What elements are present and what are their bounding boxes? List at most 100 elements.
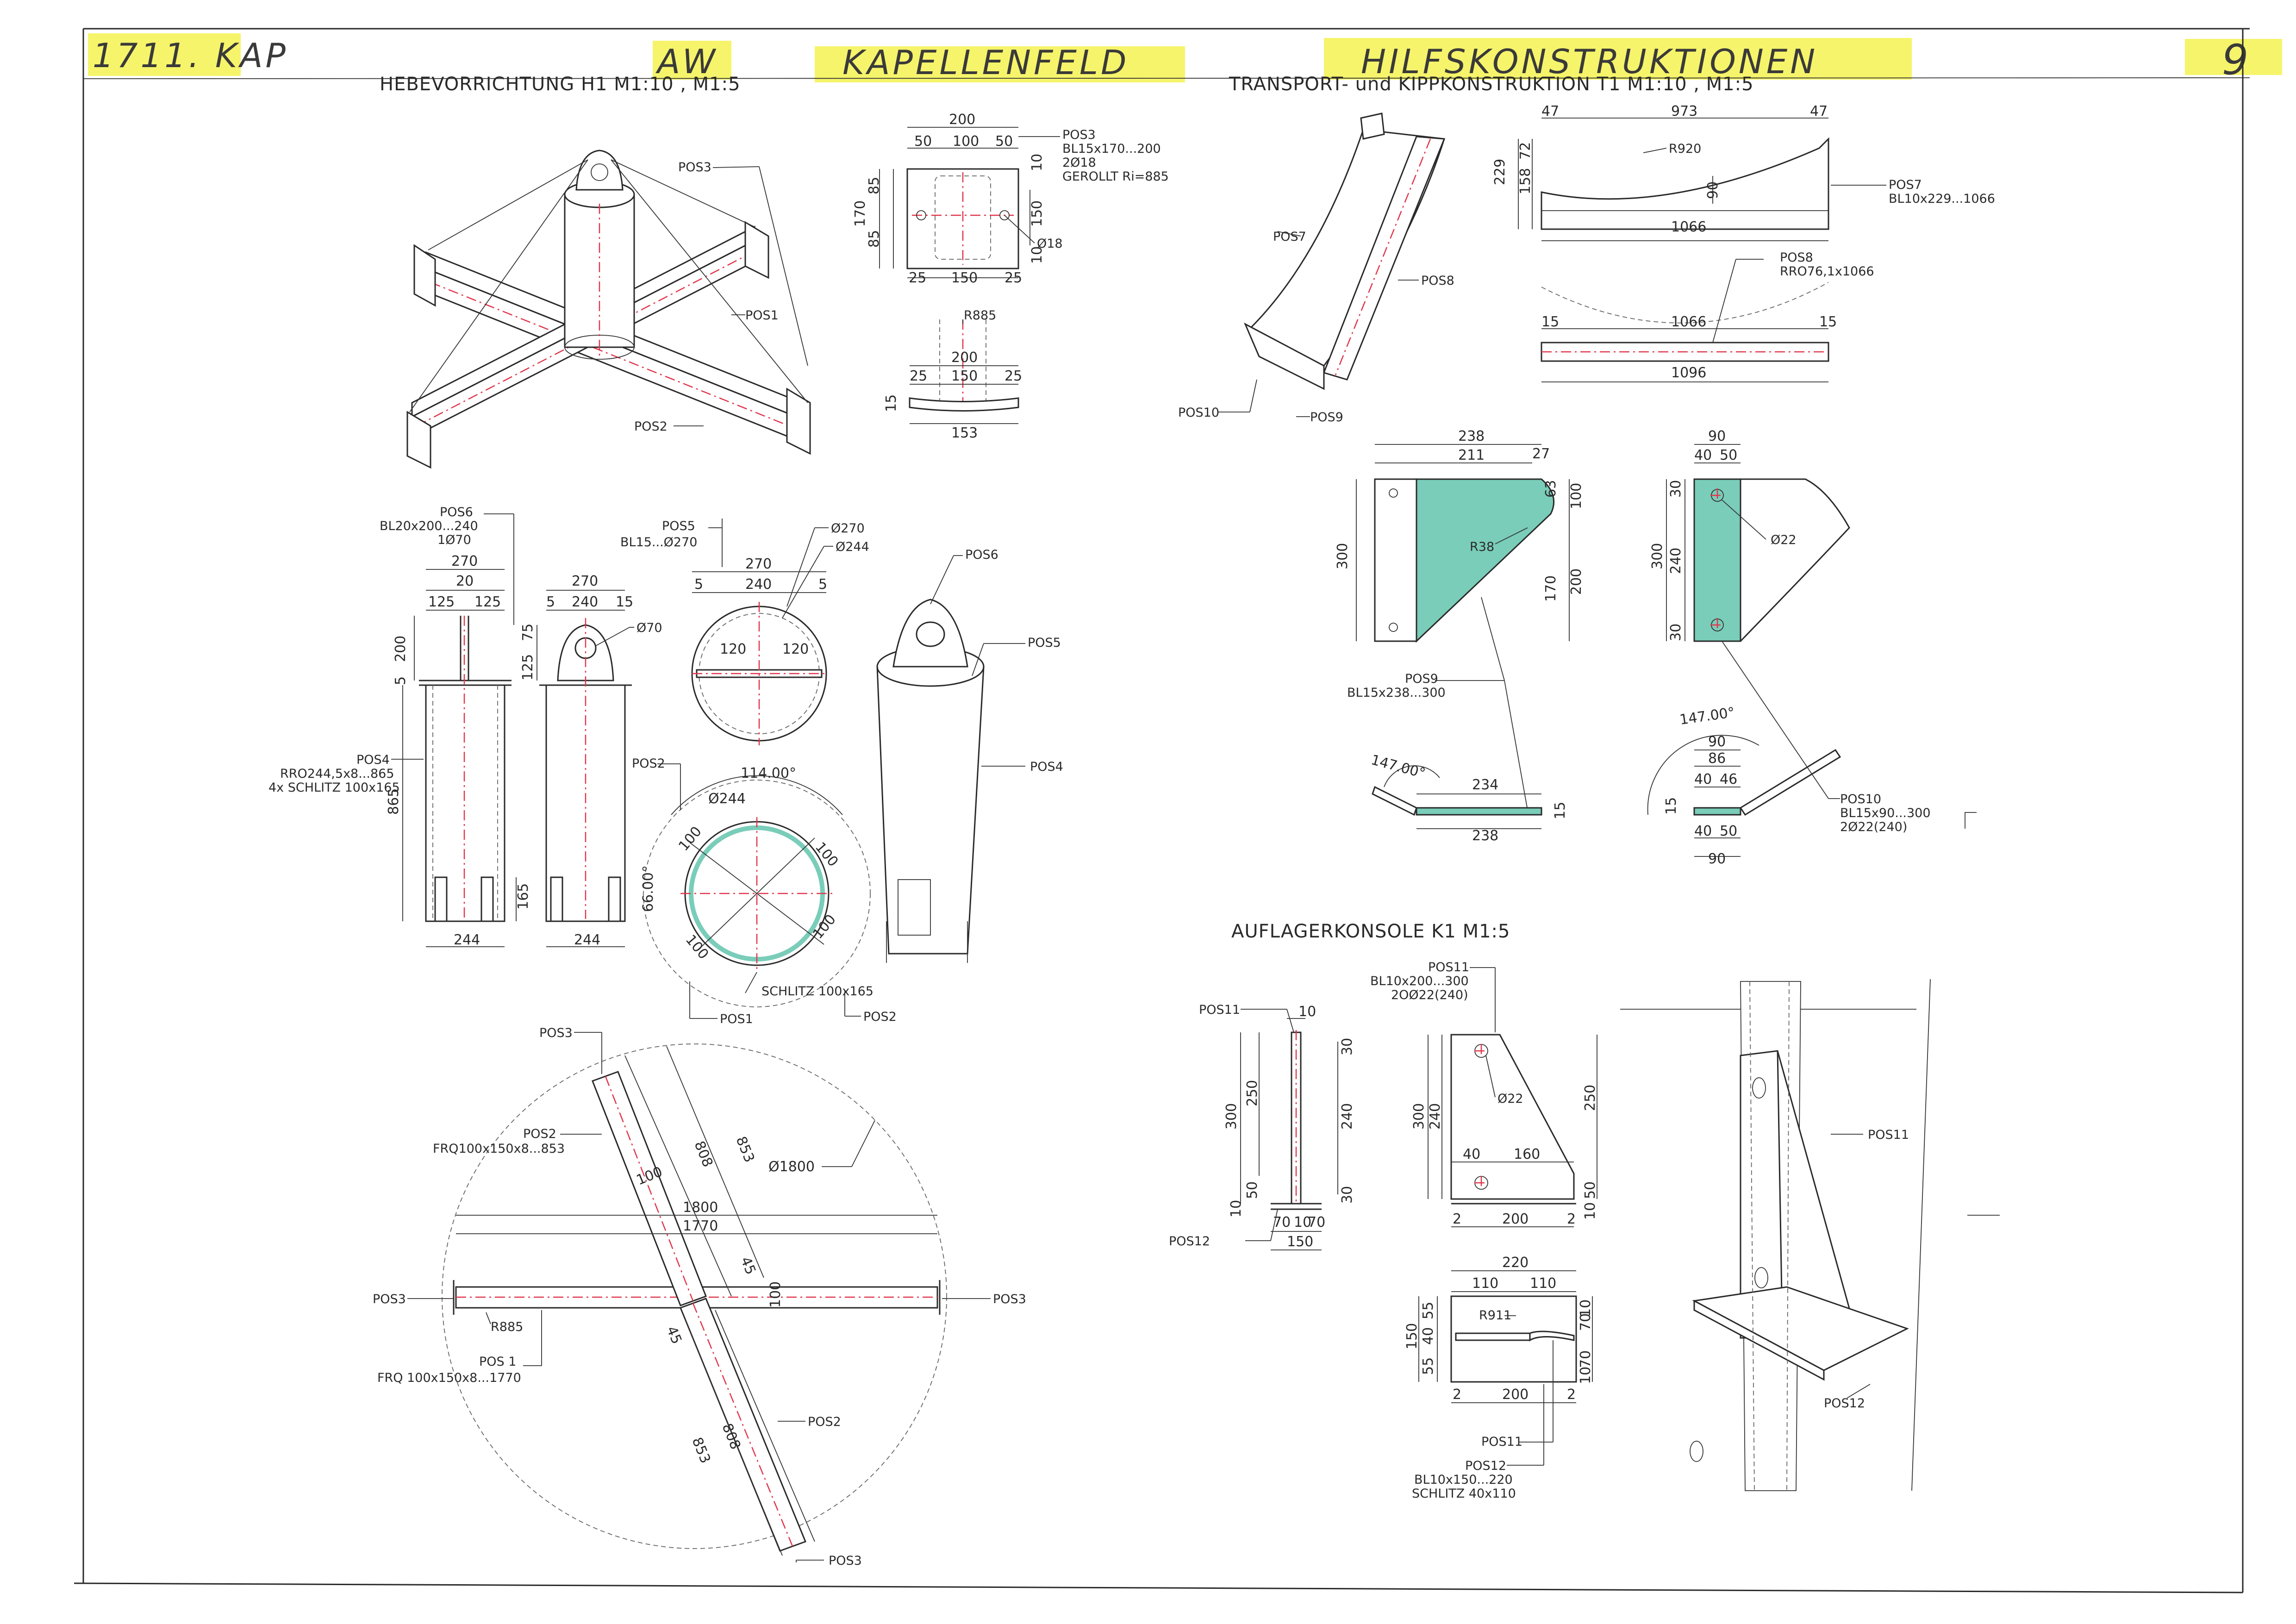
side-dim-15: 15: [616, 594, 633, 610]
pos9-dim-238: 238: [1458, 428, 1485, 444]
section-title-auflagerkonsole: AUFLAGERKONSOLE K1 M1:5: [1231, 921, 1510, 942]
header-right-note: HILFSKONSTRUKTIONEN: [1361, 42, 1818, 81]
front-dim-5: 5: [393, 676, 409, 685]
pos10-bent-dim-46: 46: [1720, 771, 1737, 787]
transport-isometric-view: POS7 POS8 POS10 POS9: [1178, 112, 1454, 425]
pos6-title: POS6: [440, 505, 473, 519]
pos9-dim-63: 63: [1543, 480, 1559, 498]
k1-front-dim-2a: 2: [1453, 1211, 1461, 1227]
k1-top-dim-110a: 110: [1472, 1275, 1498, 1292]
pos3-dim-150h: 150: [951, 270, 978, 286]
front-dim-865: 865: [386, 788, 402, 815]
pos3-dim-200: 200: [949, 112, 975, 128]
pos5-dim-5b: 5: [818, 576, 827, 593]
pos10-bent-dim-90b: 90: [1708, 851, 1726, 867]
pos8-dim-1096: 1096: [1671, 365, 1706, 381]
k1-side-dim-10b: 10: [1228, 1200, 1244, 1218]
t1-pos7-label: POS7: [1273, 230, 1306, 244]
k1-front-dim-240: 240: [1427, 1103, 1443, 1130]
pos7-dim-229: 229: [1492, 159, 1508, 185]
k1-front-pos11: POS11: [1428, 960, 1469, 974]
pos9-view: 238 211 27 63 100 R38 300 170 200 POS9 B…: [1335, 428, 1585, 811]
k1-top-dim-2a: 2: [1453, 1387, 1461, 1403]
k1-top-dim-55a: 55: [1420, 1302, 1436, 1319]
pos10-bent-angle: 147.00°: [1678, 705, 1736, 728]
pos6-spec-2: 1Ø70: [437, 533, 471, 547]
header-left-note: 1711. KAP: [93, 36, 288, 75]
k1-side-dim-150: 150: [1287, 1234, 1313, 1250]
iso-pos6-label: POS6: [965, 548, 998, 562]
pos3-bent-dim-200: 200: [951, 350, 978, 366]
iso-pos3-label: POS3: [678, 160, 711, 175]
pos5-title: POS5: [662, 519, 695, 533]
front-dim-244: 244: [454, 932, 480, 948]
pos9-dim-27: 27: [1532, 446, 1550, 462]
ring-pos2-label-b: POS2: [863, 1010, 897, 1024]
plan-dim-outer: Ø1800: [768, 1159, 815, 1175]
k1-side-pos11: POS11: [1199, 1003, 1240, 1017]
plan-pos2-top: POS2: [523, 1127, 556, 1141]
pos5-spec: BL15...Ø270: [620, 535, 697, 550]
pos7-dim-90: 90: [1705, 181, 1721, 199]
pos10-bent-view: 147.00° 90 86 40 46 15 40 50 90 POS10 BL…: [1647, 641, 1977, 867]
pos10-dim-30b: 30: [1668, 624, 1684, 641]
pos3-bent-radius: R885: [964, 308, 996, 323]
pos7-dim-47b: 47: [1810, 103, 1828, 119]
plan-pos1-spec: FRQ 100x150x8...1770: [377, 1371, 521, 1385]
iso-pos2-label: POS2: [634, 419, 668, 434]
pos9-bent-view: 147.00° 234 238 15: [1369, 752, 1568, 844]
pos10-dim-30a: 30: [1668, 480, 1684, 498]
pos10-bent-dim-50: 50: [1720, 823, 1737, 839]
k1-side-dim-70b: 70: [1308, 1214, 1325, 1230]
side-dim-75: 75: [520, 624, 536, 641]
pos10-bent-dim-86: 86: [1708, 750, 1726, 767]
k1-top-dim-2b: 2: [1567, 1387, 1576, 1403]
k1-top-dim-70b: 70: [1578, 1350, 1594, 1368]
k1-front-dim-50: 50: [1582, 1181, 1598, 1199]
pos3-bent-dim-150: 150: [951, 368, 978, 384]
pos3-dim-10a: 10: [1029, 154, 1045, 171]
pos3-spec-1: BL15x170...200: [1062, 142, 1161, 156]
k1-top-dim-55b: 55: [1420, 1357, 1436, 1375]
pos10-hole-dim: Ø22: [1771, 533, 1797, 547]
k1-front-dim-300: 300: [1411, 1103, 1427, 1130]
pos8-view: 15 1066 15 1096 POS8 RRO76,1x1066: [1541, 250, 1874, 382]
pos7-title: POS7: [1889, 178, 1922, 192]
k1-front-spec-1: BL10x200...300: [1370, 974, 1469, 988]
pos5-dim-120a: 120: [720, 641, 746, 657]
pos8-dim-1066: 1066: [1671, 314, 1706, 330]
hebe-isometric-view: POS3 POS1 POS2: [406, 150, 811, 469]
plan-pos3-right: POS3: [993, 1292, 1026, 1306]
pos9-spec: BL15x238...300: [1347, 686, 1446, 700]
k1-front-dim-10: 10: [1582, 1202, 1598, 1220]
pos3-spec-2: 2Ø18: [1062, 156, 1096, 170]
highlight-5: [2185, 39, 2282, 75]
k1-front-dim-40: 40: [1463, 1146, 1480, 1162]
k1-side-dim-250: 250: [1244, 1080, 1260, 1106]
pos9-bent-angle: 147.00°: [1369, 752, 1427, 782]
plan-pos2-bottom: POS2: [808, 1415, 841, 1429]
header-strip: 1711. KAP AW KAPELLENFELD HILFSKONSTRUKT…: [74, 28, 2282, 1593]
k1-side-dim-10c: 10: [1294, 1214, 1311, 1230]
pos7-dim-72: 72: [1517, 142, 1534, 160]
side-dim-244: 244: [574, 932, 600, 948]
pos10-title: POS10: [1840, 792, 1881, 806]
plan-pos2-spec: FRQ100x150x8...853: [433, 1142, 565, 1156]
pos8-spec: RRO76,1x1066: [1780, 264, 1874, 279]
k1-top-dim-10b: 10: [1578, 1367, 1594, 1384]
k1-top-dim-150: 150: [1404, 1323, 1420, 1349]
pos3-spec-3: GEROLLT Ri=885: [1062, 169, 1169, 184]
pos5-dim-120b: 120: [782, 641, 809, 657]
pos10-bent-dim-40b: 40: [1694, 823, 1712, 839]
k1-front-dim-200: 200: [1502, 1211, 1529, 1227]
pos5-dim-240: 240: [745, 576, 772, 593]
pos3-plate-view: 200 50 100 50 85 85 170 150 25 150 25 10…: [852, 112, 1169, 286]
pos10-dim-90: 90: [1708, 428, 1726, 444]
k1-side-dim-50: 50: [1244, 1181, 1260, 1199]
pos3-dim-50a: 50: [914, 133, 932, 150]
pos10-bent-dim-40a: 40: [1694, 771, 1712, 787]
front-dim-270: 270: [451, 553, 478, 569]
pos4-spec-1: RRO244,5x8...865: [280, 767, 394, 781]
pos3-title: POS3: [1062, 128, 1096, 142]
k1-persp-pos11: POS11: [1868, 1128, 1909, 1142]
